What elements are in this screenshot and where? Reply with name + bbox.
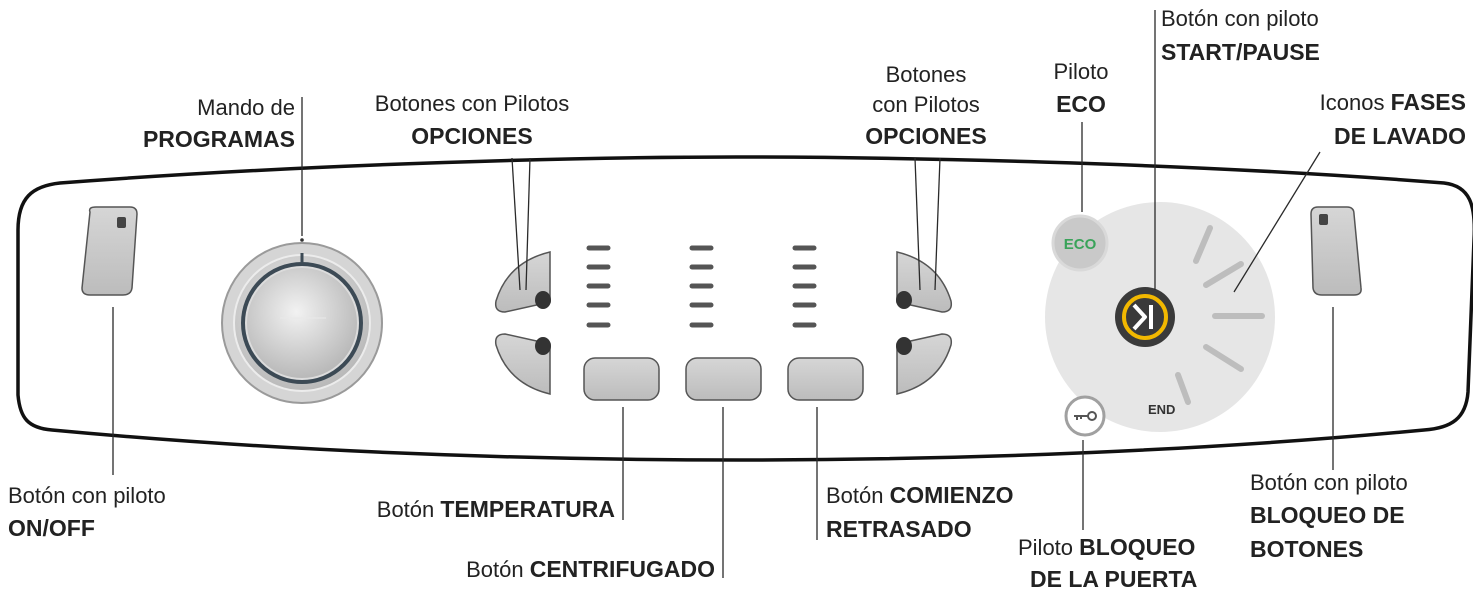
phase-bar-5 [1175,372,1191,405]
phase-bar-4 [1203,344,1244,372]
label-centrifugado: Botón CENTRIFUGADO [466,556,715,582]
left-option-button-bottom[interactable] [494,333,551,395]
label-mando-line2: PROGRAMAS [143,126,295,152]
start-pause-button[interactable] [1115,287,1175,347]
phase-bar-2 [1203,261,1244,288]
temperature-button[interactable] [583,357,660,401]
label-bloqueo-line2: BLOQUEO DE [1250,502,1405,528]
label-temperatura: Botón TEMPERATURA [377,496,615,522]
label-eco-line2: ECO [1056,91,1106,117]
right-option-led-top [896,291,912,309]
label-comienzo-line1: Botón COMIENZO [826,482,1014,508]
label-bloqueo-line1: Botón con piloto [1250,470,1408,495]
label-start-line2: START/PAUSE [1161,39,1320,65]
label-fases-line1: Iconos FASES [1320,89,1466,115]
label-puerta-line2: DE LA PUERTA [1030,566,1197,592]
left-option-led-top [535,291,551,309]
wash-phase-icons [1175,225,1265,405]
label-eco-line1: Piloto [1053,59,1108,84]
left-option-button-top[interactable] [494,251,551,313]
phase-bar-1 [1193,225,1213,264]
right-option-led-bottom [896,337,912,355]
right-option-button-bottom[interactable] [896,333,953,395]
label-comienzo-line2: RETRASADO [826,516,972,542]
label-puerta-line1: Piloto BLOQUEO [1018,534,1195,560]
label-start-line1: Botón con piloto [1161,6,1319,31]
eco-indicator: ECO [1051,214,1109,272]
delay-led-column [792,245,817,328]
program-dial[interactable] [221,238,383,404]
play-pause-icon [1132,303,1153,331]
button-lock-button[interactable] [1310,206,1362,296]
temperature-led-column [586,245,611,328]
end-phase-label: END [1148,402,1175,417]
leader-lines [112,10,1334,578]
eco-icon: ECO [1064,236,1097,253]
label-opciones-right-line3: OPCIONES [865,123,986,149]
label-opciones-right-line2: con Pilotos [872,92,980,117]
delay-start-button[interactable] [787,357,864,401]
on-off-led [117,217,126,228]
dial-top-dot [300,238,304,242]
label-opciones-left-line2: OPCIONES [411,123,532,149]
label-opciones-right-line1: Botones [886,62,967,87]
label-bloqueo-line3: BOTONES [1250,536,1363,562]
label-fases-line2: DE LAVADO [1334,123,1466,149]
label-onoff-line2: ON/OFF [8,515,95,541]
label-opciones-left-line1: Botones con Pilotos [375,91,569,116]
label-onoff-line1: Botón con piloto [8,483,166,508]
label-mando-line1: Mando de [197,95,295,120]
spin-led-column [689,245,714,328]
right-option-button-top[interactable] [896,251,953,313]
on-off-button[interactable] [81,206,138,296]
key-icon [1074,411,1097,421]
door-lock-indicator [1064,395,1106,437]
spin-button[interactable] [685,357,762,401]
button-lock-led [1319,214,1328,225]
left-option-led-bottom [535,337,551,355]
